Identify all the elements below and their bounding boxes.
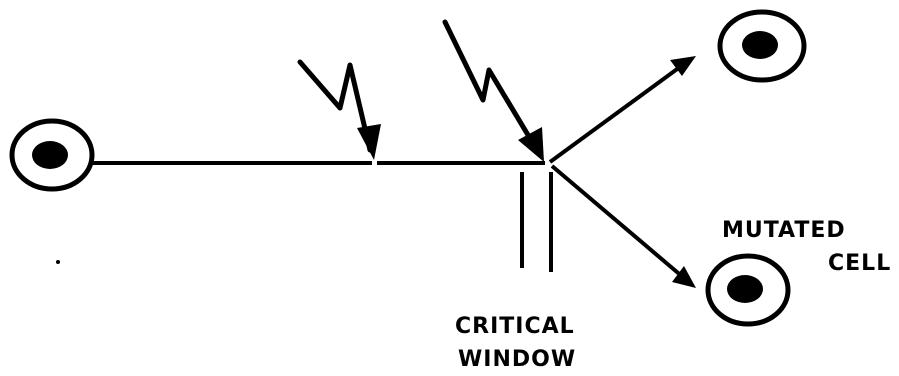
- source-cell-icon: [9, 118, 95, 192]
- first-hit-lightning-arrow-icon: [297, 59, 381, 160]
- second-hit-lightning-arrow-icon: [442, 19, 544, 162]
- stray-dot: [56, 260, 60, 264]
- mutated-daughter-cell-icon: [705, 253, 791, 327]
- normal-branch-arrow: [548, 56, 696, 164]
- critical-window-bars: [520, 172, 553, 272]
- mutated-cell-label-line2: CELL: [828, 251, 891, 276]
- normal-daughter-cell-icon: [717, 9, 807, 83]
- critical-window-label-line1: CRITICAL: [455, 314, 575, 339]
- mutated-cell-label-line1: MUTATED: [722, 218, 846, 243]
- mutated-branch-arrow: [550, 164, 696, 288]
- critical-window-label-line2: WINDOW: [458, 347, 576, 372]
